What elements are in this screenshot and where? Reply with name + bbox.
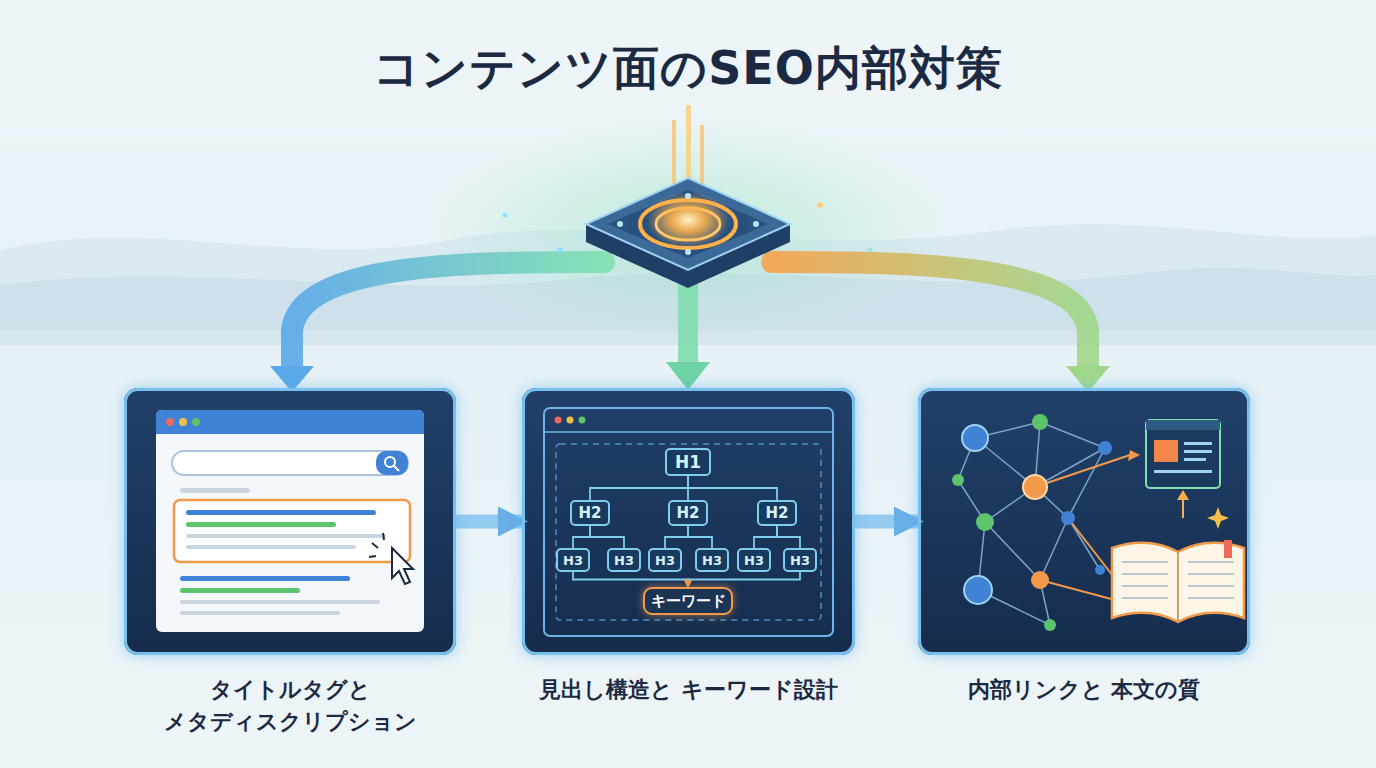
heading-label: H3 — [563, 553, 583, 568]
diagram-title: コンテンツ面のSEO内部対策 — [0, 38, 1376, 100]
heading-box: H1 — [665, 448, 711, 476]
heading-box: H2 — [570, 500, 610, 526]
panel-caption: 見出し構造と キーワード設計 — [509, 674, 869, 706]
heading-box: H3 — [556, 548, 590, 572]
flow-arrow — [456, 515, 522, 529]
heading-label: H3 — [744, 553, 764, 568]
tree-connector — [688, 572, 800, 587]
tree-connector — [573, 526, 590, 548]
content-panel: 見出し構造と キーワード設計H1H2H2H2H3H3H3H3H3H3キーワード — [522, 388, 855, 655]
tree-connector — [665, 526, 688, 548]
keyword-box: キーワード — [643, 587, 733, 615]
tree-connector — [754, 526, 777, 548]
heading-label: H1 — [675, 452, 701, 472]
heading-box: H3 — [695, 548, 729, 572]
heading-box: H3 — [783, 548, 817, 572]
tree-connector — [590, 526, 624, 548]
heading-label: H3 — [614, 553, 634, 568]
heading-label: H3 — [655, 553, 675, 568]
keyword-label: キーワード — [651, 592, 726, 611]
heading-label: H2 — [579, 504, 602, 522]
tree-connector — [688, 476, 777, 500]
panel-caption: 内部リンクと 本文の質 — [904, 674, 1264, 706]
heading-label: H3 — [702, 553, 722, 568]
tree-connector — [573, 572, 688, 587]
heading-label: H3 — [790, 553, 810, 568]
content-panel: 内部リンクと 本文の質 — [918, 388, 1250, 655]
heading-box: H3 — [737, 548, 771, 572]
heading-box: H3 — [607, 548, 641, 572]
content-panel: タイトルタグと メタディスクリプション — [124, 388, 456, 655]
panel-caption: タイトルタグと メタディスクリプション — [110, 674, 470, 738]
heading-label: H2 — [766, 504, 789, 522]
heading-box: H3 — [648, 548, 682, 572]
tree-connector — [688, 526, 712, 548]
tree-connector — [590, 476, 688, 500]
tree-connector — [777, 526, 800, 548]
heading-label: H2 — [677, 504, 700, 522]
flow-arrow — [855, 515, 918, 529]
heading-box: H2 — [757, 500, 797, 526]
heading-box: H2 — [668, 500, 708, 526]
